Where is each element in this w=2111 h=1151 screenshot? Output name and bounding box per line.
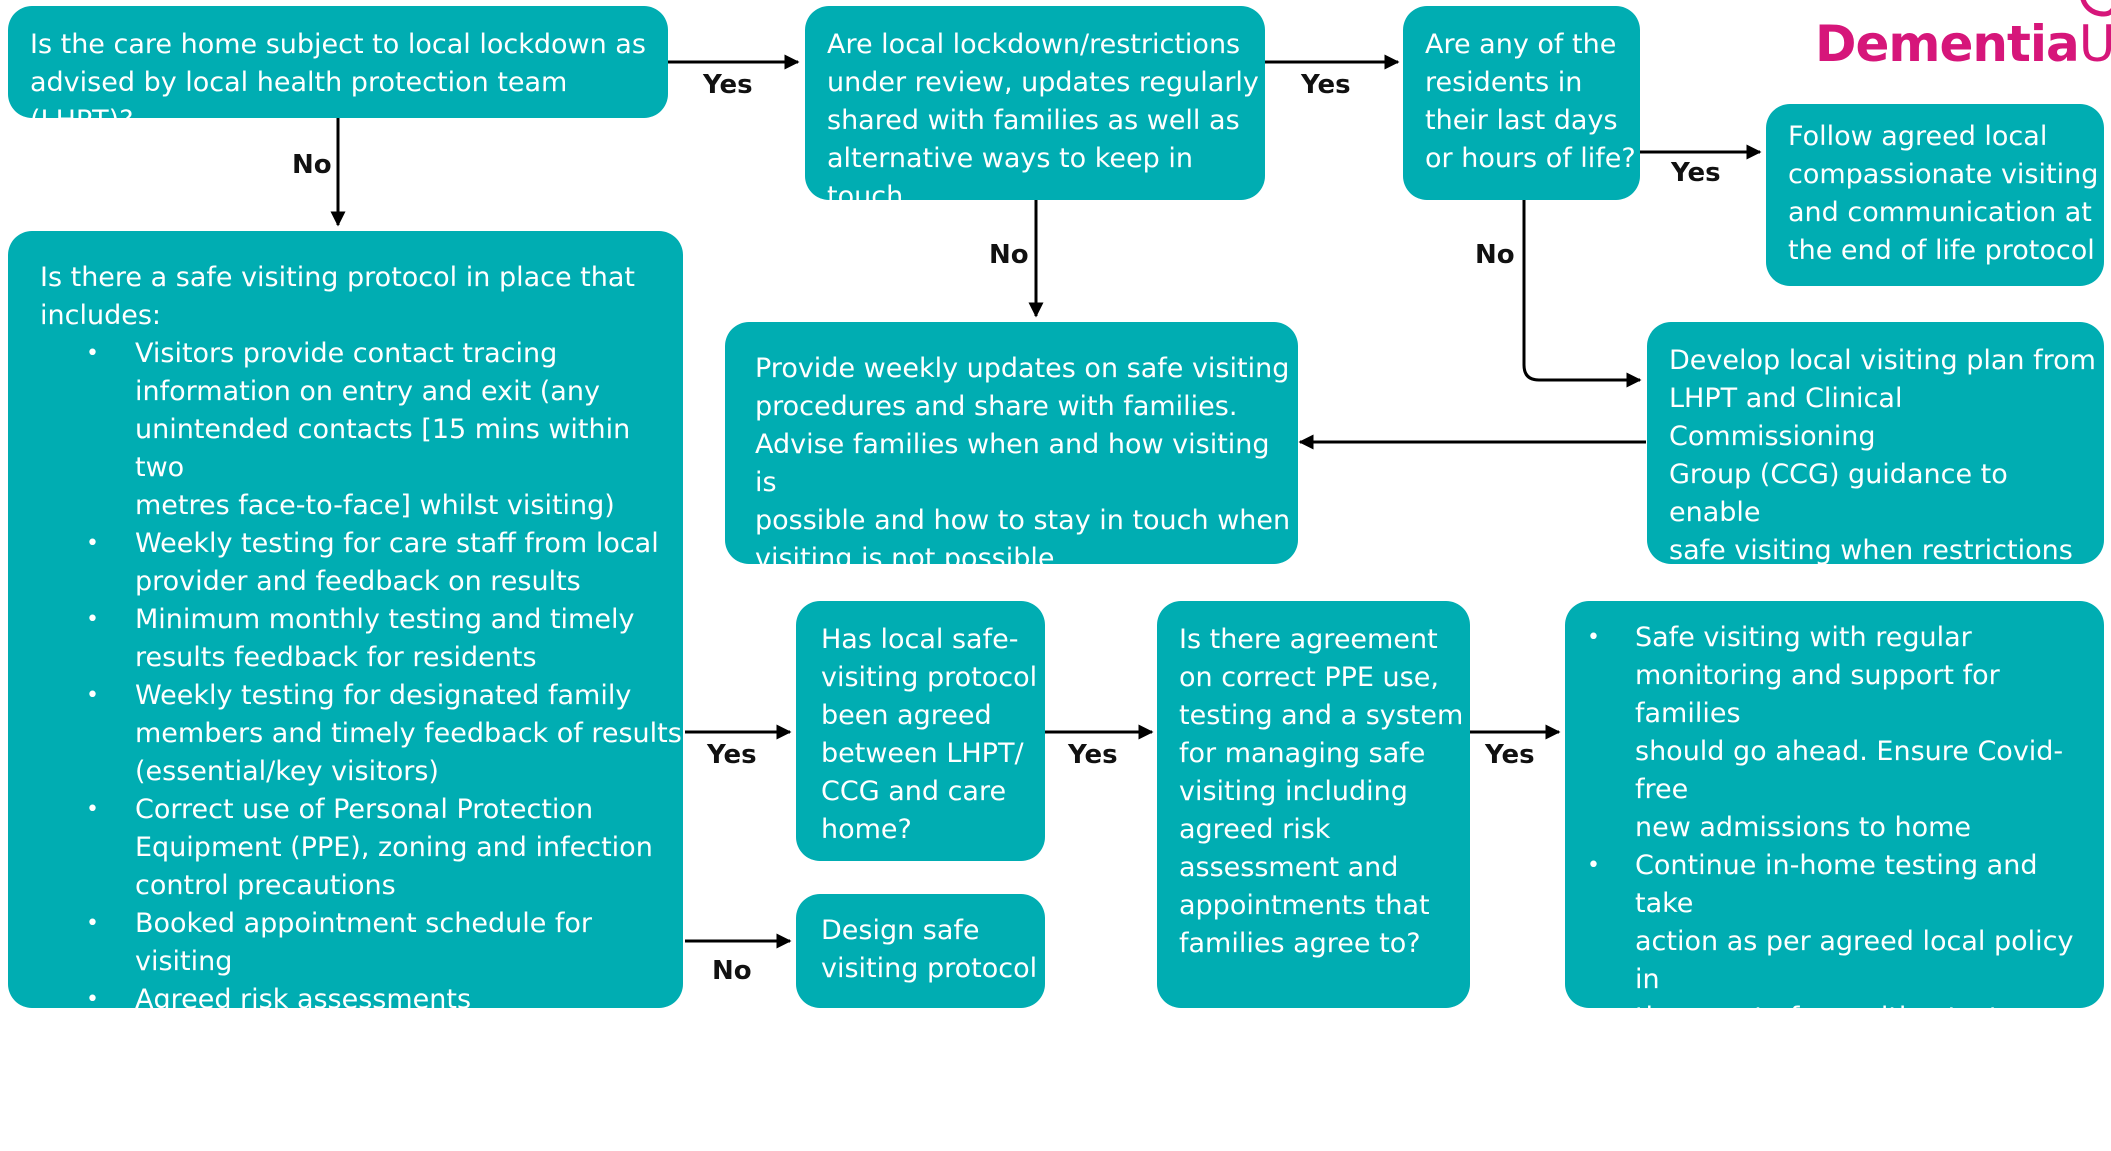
yes-label-residents-compassionate: Yes <box>1671 158 1721 188</box>
protocol-item: Weekly testing for care staff from local… <box>40 525 683 601</box>
review-question-text: Are local lockdown/restrictions under re… <box>827 29 1259 212</box>
design-protocol-box: Design safe visiting protocol <box>796 894 1045 1008</box>
protocol-checklist: Visitors provide contact tracing informa… <box>40 335 683 1057</box>
design-protocol-text: Design safe visiting protocol <box>821 915 1038 984</box>
residents-question-box: Are any of the residents in their last d… <box>1403 6 1640 200</box>
residents-question-text: Are any of the residents in their last d… <box>1425 29 1636 174</box>
review-question-box: Are local lockdown/restrictions under re… <box>805 6 1265 212</box>
no-label-residents-plan: No <box>1475 240 1515 270</box>
protocol-item: Weekly testing for designated family mem… <box>40 677 683 791</box>
safe-visiting-list: Safe visiting with regular monitoring an… <box>1565 619 2104 1151</box>
no-label-protocol-design: No <box>712 956 752 986</box>
protocol-question-intro: Is there a safe visiting protocol in pla… <box>40 262 636 331</box>
compassionate-visiting-text: Follow agreed local compassionate visiti… <box>1788 121 2099 266</box>
weekly-updates-text: Provide weekly updates on safe visiting … <box>755 353 1291 574</box>
logo-text-regular: UK <box>2078 15 2111 73</box>
protocol-item: Minimum monthly testing and timely resul… <box>40 601 683 677</box>
yes-label-ppe-safe: Yes <box>1485 740 1535 770</box>
protocol-question-box: Is there a safe visiting protocol in pla… <box>8 231 683 1057</box>
local-plan-box: Develop local visiting plan from LHPT an… <box>1647 322 2104 604</box>
connector-arrows <box>330 54 1762 949</box>
agreed-question-box: Has local safe- visiting protocol been a… <box>796 601 1045 861</box>
safe-visiting-box: Safe visiting with regular monitoring an… <box>1565 601 2104 1147</box>
yes-label-protocol-agreed: Yes <box>707 740 757 770</box>
agreed-question-text: Has local safe- visiting protocol been a… <box>821 624 1038 845</box>
yes-label-review-residents: Yes <box>1301 70 1351 100</box>
weekly-updates-box: Provide weekly updates on safe visiting … <box>725 322 1298 574</box>
protocol-item: Agreed risk assessments <box>40 981 683 1019</box>
protocol-item: Family support and information <box>40 1019 683 1057</box>
dementia-uk-logo: DementiaUK <box>1815 14 2111 74</box>
yes-label-lockdown-review: Yes <box>703 70 753 100</box>
lockdown-question-box: Is the care home subject to local lockdo… <box>8 6 668 136</box>
safe-visiting-item: Provide weekly updates for families arou… <box>1565 1037 2104 1151</box>
ppe-question-text: Is there agreement on correct PPE use, t… <box>1179 624 1464 959</box>
protocol-item: Correct use of Personal Protection Equip… <box>40 791 683 905</box>
arrow-residents-to-local-plan <box>1522 200 1642 388</box>
safe-visiting-item: Safe visiting with regular monitoring an… <box>1565 619 2104 847</box>
ppe-question-box: Is there agreement on correct PPE use, t… <box>1157 601 1470 1008</box>
protocol-item: Booked appointment schedule for visiting <box>40 905 683 981</box>
yes-label-agreed-ppe: Yes <box>1068 740 1118 770</box>
logo-text-bold: Dementia <box>1815 15 2080 73</box>
no-label-lockdown-protocol: No <box>292 150 332 180</box>
no-label-review-weekly: No <box>989 240 1029 270</box>
safe-visiting-item: Continue in-home testing and take action… <box>1565 847 2104 1037</box>
logo-mark-icon <box>2080 0 2111 17</box>
lockdown-question-text: Is the care home subject to local lockdo… <box>30 29 646 136</box>
local-plan-text: Develop local visiting plan from LHPT an… <box>1669 345 2096 604</box>
protocol-item: Visitors provide contact tracing informa… <box>40 335 683 525</box>
compassionate-visiting-box: Follow agreed local compassionate visiti… <box>1766 104 2104 286</box>
